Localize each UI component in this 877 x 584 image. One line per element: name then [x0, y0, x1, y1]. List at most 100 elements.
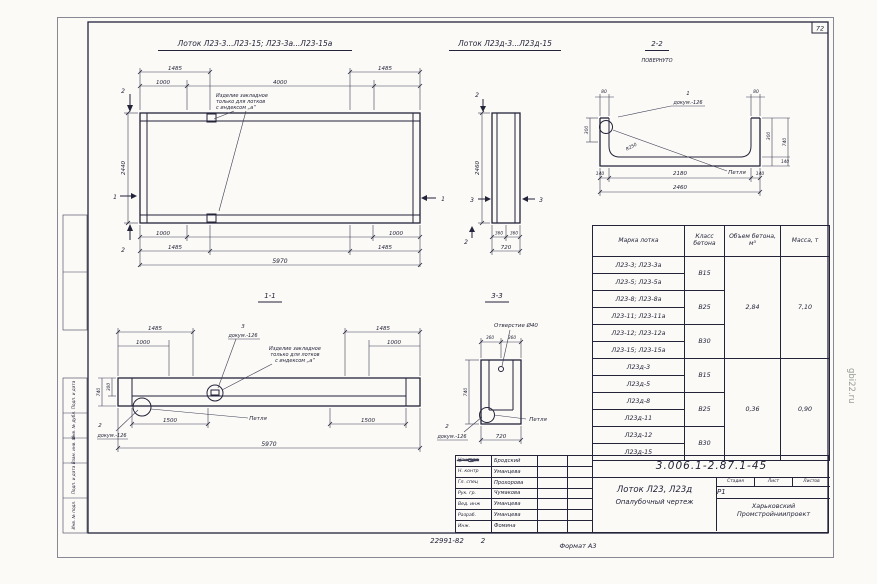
dim-label: 360: [486, 335, 494, 340]
signature-mark: [456, 459, 568, 499]
title-lotok-d: Лоток Л23д-3...Л23д-15: [457, 39, 552, 48]
signature-mark: [456, 459, 568, 477]
dim-label: 300: [584, 126, 590, 135]
product-title: Лоток Л23, Л23д: [616, 485, 693, 495]
watermark: gbi22.ru: [846, 368, 856, 404]
mark-cell: Л23д-3: [592, 358, 685, 376]
mark-cell: Л23-5; Л23-5а: [592, 273, 685, 291]
embed-note-line: только для лотков: [216, 99, 265, 105]
sheets-header: Листов: [803, 479, 820, 484]
callout-doc: докум.-126: [672, 100, 702, 106]
role-label: Н. контр: [456, 466, 492, 477]
section-marker-2: 2: [121, 247, 125, 254]
name-label: Уманцева: [492, 499, 538, 510]
header-mass: Масса, т: [780, 225, 830, 257]
dim-label: 740: [463, 388, 469, 397]
loop-label: Петля: [529, 417, 547, 423]
section-marker-2: 2: [121, 88, 125, 95]
organization-name: Харьковский Промстройниипроект: [717, 499, 830, 531]
org-line1: Харьковский: [751, 502, 796, 510]
mark-cell: Л23д-11: [592, 409, 685, 427]
class-cell: В15: [684, 358, 725, 393]
view-titles: Лоток Л23-3...Л23-15; Л23-3а...Л23-15а Л…: [158, 39, 673, 64]
margin-box-label: Подп. и дата: [71, 465, 76, 494]
date-cell: [568, 478, 592, 488]
mark-cell: Л23д-15: [592, 443, 685, 461]
loop-circle: [599, 120, 613, 134]
title-section-1-1: 1-1: [264, 292, 275, 300]
dim-label: 80: [601, 89, 607, 95]
dim-label: 1485: [148, 326, 162, 332]
loop-label: Петля: [249, 416, 267, 422]
sheet-value: 1: [721, 488, 726, 496]
mark-cell: Л23-8; Л23-8а: [592, 290, 685, 308]
header-volume: Объем бетона, м³: [724, 225, 781, 257]
section-1-1: 1-1 1485 1485 1000 1000 3 докум.-126 Изд…: [96, 292, 423, 452]
margin-box-label: Инв. № дубл.: [71, 411, 76, 440]
dim-label: 1000: [387, 340, 401, 346]
date-cell: [568, 456, 592, 466]
signature-row: Разраб. Уманцева: [456, 458, 592, 522]
section-marker-3: 3: [539, 197, 543, 204]
loop-circle: [479, 407, 495, 423]
dim-label: 1000: [136, 340, 150, 346]
signature-mark: [456, 456, 568, 466]
embed-detail-circle: [206, 384, 224, 402]
role-label: Рук. гр.: [456, 488, 492, 499]
stage-header: Стадия: [717, 478, 755, 486]
radius-label: R250: [625, 142, 638, 153]
date-cell: [568, 499, 592, 509]
callout-number: 2: [98, 423, 102, 429]
section-3-3: 3-3 Отверстие Ø40 360 360 740 720 2 доку…: [436, 292, 547, 444]
mass-cell: 7,10: [780, 256, 830, 359]
section-marker-2: 2: [475, 92, 479, 99]
dim-label: 5970: [261, 441, 276, 448]
mark-cell: Л23д-8: [592, 392, 685, 410]
dim-label: 80: [753, 89, 759, 95]
dim-label: 5970: [272, 258, 287, 265]
embed-note-line: с индексом „а“: [275, 358, 315, 364]
dim-label: 720: [496, 434, 507, 440]
stage-value-row: Р 1: [717, 487, 830, 499]
dim-label: 1000: [156, 80, 170, 86]
callout-doc: докум.-126: [96, 433, 126, 439]
class-cell: В25: [684, 392, 725, 427]
volume-cell: 0,36: [724, 358, 781, 461]
title-block: Нач. отд Бродский Н. контр Уманцева Гл. …: [455, 455, 830, 533]
dim-label: 1000: [156, 231, 170, 237]
section-marker-2: 2: [464, 239, 468, 246]
stage-sheet-org: Стадия Лист Листов Р 1 Харьковский Промс…: [717, 478, 830, 531]
signature-area: Нач. отд Бродский Н. контр Уманцева Гл. …: [456, 456, 593, 532]
class-cell: В30: [684, 324, 725, 359]
stage-header-row: Стадия Лист Листов: [717, 478, 830, 487]
mass-cell: 0,90: [780, 358, 830, 461]
callout-number: 1: [686, 91, 690, 97]
date-cell: [568, 467, 592, 477]
embed-note-line: Изделие закладное: [269, 346, 321, 352]
section-2-2: R250 80 80 1 докум.-126 300 300 140 740 …: [584, 89, 790, 196]
embed-note-line: только для лотков: [270, 352, 319, 358]
date-cell: [568, 510, 592, 520]
header-class: Класс бетона: [684, 225, 725, 257]
margin-box-label: Инв. № подл.: [71, 501, 76, 530]
doc-type: Опалубочный чертеж: [615, 498, 694, 506]
dim-label: 2440: [121, 161, 127, 175]
role-label: Гл. спец: [456, 477, 492, 488]
left-margin-boxes: Подп. и дата Инв. № дубл. Взам. инв. № П…: [62, 214, 88, 534]
org-line2: Промстройниипроект: [736, 510, 811, 518]
name-label: Чумакова: [492, 488, 538, 499]
dim-label: 140: [756, 171, 765, 177]
signature-row: Рук. гр. Чумакова: [456, 459, 592, 500]
dim-label: 2460: [475, 161, 481, 175]
dim-label: 1000: [389, 231, 403, 237]
mark-cell: Л23д-12: [592, 426, 685, 444]
signature-row: Н. контр Уманцева: [456, 459, 592, 478]
date-cell: [568, 489, 592, 499]
title-section-2-2: 2-2: [651, 40, 663, 48]
dim-label: 1485: [376, 326, 390, 332]
mark-cell: Л23-11; Л23-11а: [592, 307, 685, 325]
dim-label: 4000: [273, 80, 287, 86]
